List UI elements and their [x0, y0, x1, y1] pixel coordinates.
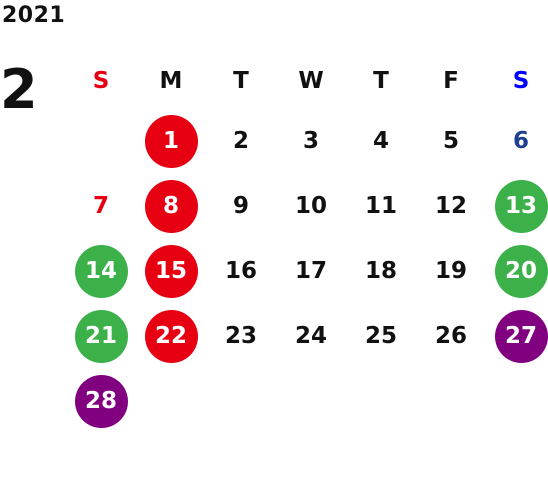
day-number: 3 [302, 128, 319, 154]
day-cell: 7 [66, 174, 136, 239]
day-number: 9 [232, 193, 249, 219]
day-cell: 22 [136, 304, 206, 369]
weekday-friday: F [443, 68, 459, 94]
calendar-week: 21 22 23 24 25 26 27 [66, 304, 548, 369]
day-number: 1 [144, 115, 198, 168]
day-number: 16 [224, 258, 257, 284]
day-number: 26 [434, 323, 467, 349]
day-number: 8 [144, 180, 198, 233]
day-number: 10 [294, 193, 327, 219]
day-cell: 14 [66, 239, 136, 304]
day-cell: 4 [346, 109, 416, 174]
day-number: 12 [434, 193, 467, 219]
day-cell: 8 [136, 174, 206, 239]
day-number [215, 375, 268, 428]
day-number [425, 375, 478, 428]
day-number: 18 [364, 258, 397, 284]
day-number: 21 [74, 310, 128, 363]
day-cell: 5 [416, 109, 486, 174]
day-number: 5 [442, 128, 459, 154]
day-number [355, 375, 408, 428]
day-number [495, 375, 548, 428]
day-cell: 19 [416, 239, 486, 304]
day-number: 23 [224, 323, 257, 349]
day-cell: 24 [276, 304, 346, 369]
day-cell: 16 [206, 239, 276, 304]
day-number: 7 [92, 193, 109, 219]
day-cell: 12 [416, 174, 486, 239]
day-cell [136, 369, 206, 434]
day-number: 22 [144, 310, 198, 363]
day-number: 24 [294, 323, 327, 349]
day-cell: 20 [486, 239, 548, 304]
day-number: 6 [512, 128, 529, 154]
calendar-year: 2021 [2, 3, 66, 28]
day-cell: 6 [486, 109, 548, 174]
day-number [75, 115, 128, 168]
day-cell: 10 [276, 174, 346, 239]
day-cell: 17 [276, 239, 346, 304]
weekday-wednesday: W [298, 68, 324, 94]
day-cell [346, 369, 416, 434]
calendar-grid: S M T W T F S 1 2 3 4 5 6 7 8 9 10 11 12… [66, 53, 548, 434]
day-number: 15 [144, 245, 198, 298]
day-cell: 9 [206, 174, 276, 239]
day-cell: 27 [486, 304, 548, 369]
day-cell: 15 [136, 239, 206, 304]
day-number: 25 [364, 323, 397, 349]
day-number: 28 [74, 375, 128, 428]
day-cell [66, 109, 136, 174]
calendar-week: 1 2 3 4 5 6 [66, 109, 548, 174]
weekday-monday: M [159, 68, 183, 94]
day-cell [416, 369, 486, 434]
day-cell: 2 [206, 109, 276, 174]
day-cell: 3 [276, 109, 346, 174]
day-cell [206, 369, 276, 434]
day-number: 4 [372, 128, 389, 154]
day-number: 14 [74, 245, 128, 298]
weekday-sunday: S [92, 68, 110, 94]
weekday-header-row: S M T W T F S [66, 53, 548, 109]
day-cell: 1 [136, 109, 206, 174]
day-cell: 28 [66, 369, 136, 434]
day-number [285, 375, 338, 428]
day-number: 2 [232, 128, 249, 154]
day-number [145, 375, 198, 428]
weekday-saturday: S [512, 68, 530, 94]
day-number: 13 [494, 180, 548, 233]
day-number: 17 [294, 258, 327, 284]
day-cell [276, 369, 346, 434]
calendar-week: 7 8 9 10 11 12 13 [66, 174, 548, 239]
day-cell: 26 [416, 304, 486, 369]
calendar-month: 2 [0, 58, 38, 121]
day-number: 11 [364, 193, 397, 219]
day-cell [486, 369, 548, 434]
calendar-week: 14 15 16 17 18 19 20 [66, 239, 548, 304]
day-number: 20 [494, 245, 548, 298]
day-cell: 23 [206, 304, 276, 369]
weekday-thursday: T [373, 68, 389, 94]
day-cell: 13 [486, 174, 548, 239]
day-cell: 21 [66, 304, 136, 369]
day-cell: 11 [346, 174, 416, 239]
calendar-week: 28 [66, 369, 548, 434]
day-cell: 25 [346, 304, 416, 369]
weekday-tuesday: T [233, 68, 249, 94]
day-number: 19 [434, 258, 467, 284]
day-number: 27 [494, 310, 548, 363]
day-cell: 18 [346, 239, 416, 304]
